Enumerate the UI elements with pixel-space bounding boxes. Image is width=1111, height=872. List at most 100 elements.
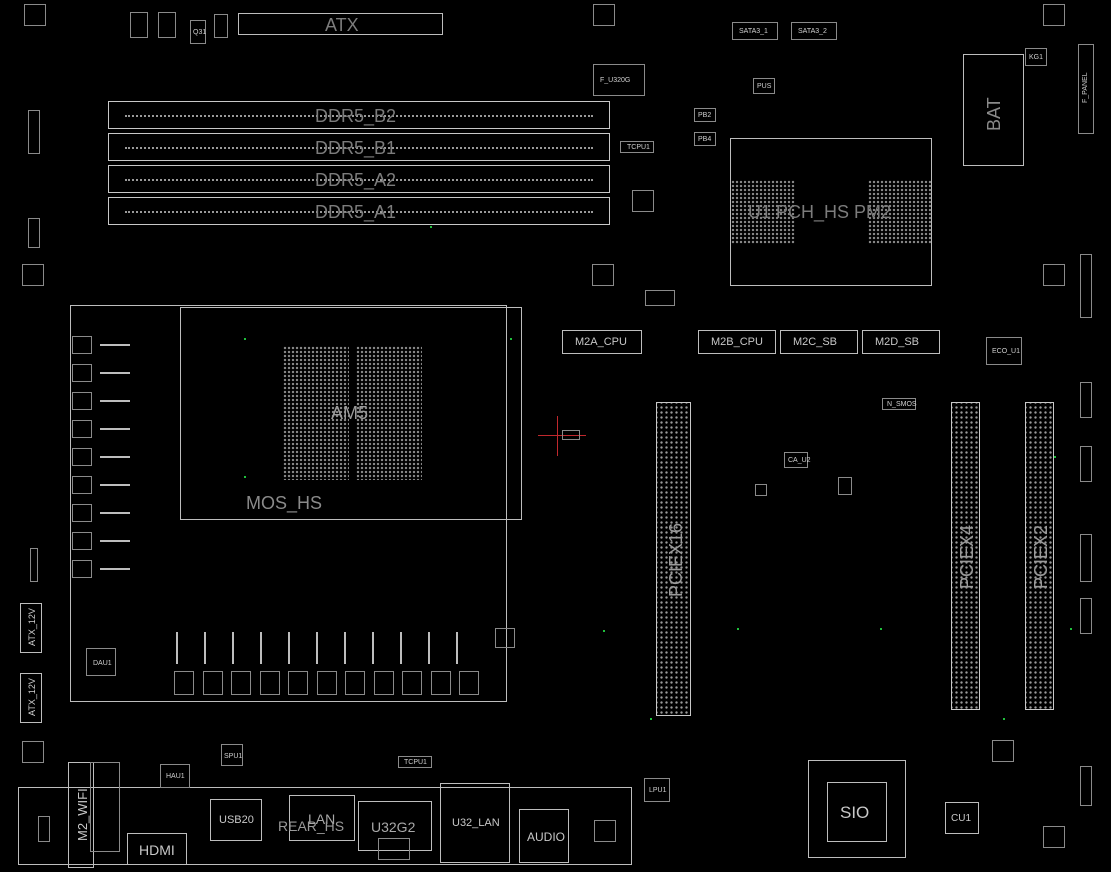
vrm-l1 (72, 336, 92, 354)
cu1-label: CU1 (951, 813, 972, 824)
am5-pins-right (356, 346, 422, 480)
right-header-5 (1080, 598, 1092, 634)
tcpu1-chip: TCPU1 (620, 141, 654, 153)
usb20-port: USB20 (210, 799, 262, 841)
atx-connector: ATX (238, 13, 443, 35)
audio-label: AUDIO (527, 830, 566, 844)
battery: BAT (963, 54, 1024, 166)
lpu1-chip: LPU1 (644, 778, 670, 802)
ddr5-a1-label: DDR5_A1 (315, 202, 397, 222)
cap-2 (158, 12, 176, 38)
pciex2-slot: PCIEX2 (1025, 402, 1054, 710)
mh-bottom-2 (594, 820, 616, 842)
pciex16-label: PCIEX16 (666, 522, 686, 597)
m2b-cpu-label: M2B_CPU (711, 336, 763, 348)
hdmi-port: HDMI (127, 833, 187, 865)
pus-label: PUS (757, 83, 772, 90)
mh-bottom-4 (992, 740, 1014, 762)
cap-1 (130, 12, 148, 38)
f-panel-header: F_PANEL (1078, 44, 1094, 134)
vrm-b9 (402, 671, 422, 695)
hau1-label: HAU1 (166, 773, 185, 780)
pch-bga-right (868, 180, 932, 244)
atx-label: ATX (325, 15, 359, 35)
tcpu1-label: TCPU1 (627, 144, 650, 151)
mos-hs-label: MOS_HS (246, 493, 323, 513)
ddr5-b1-label: DDR5_B1 (315, 138, 397, 158)
kg1-label: KG1 (1029, 54, 1044, 61)
vrm-l3 (72, 392, 92, 410)
vrm-bottom-bars (176, 632, 476, 664)
vrm-l2 (72, 364, 92, 382)
lan-label: LAN (308, 811, 336, 827)
pciex4-label: PCIEX4 (957, 524, 977, 589)
u32g2-port: U32G2 (358, 801, 432, 851)
vrm-b2 (203, 671, 223, 695)
crosshair-v (557, 416, 558, 456)
lpu1-label: LPU1 (649, 787, 667, 794)
rear-io-outline (18, 787, 632, 865)
dau1-label: DAU1 (93, 660, 112, 667)
mh-bottom-3 (1043, 826, 1065, 848)
via-5 (1003, 718, 1005, 720)
left-header-1 (28, 110, 40, 154)
spu1-label: SPU1 (224, 753, 243, 760)
ca-u2-label: CA_U2 (788, 457, 811, 464)
left-header-2 (28, 218, 40, 248)
vrm-l4 (72, 420, 92, 438)
ddr5-a2-label: DDR5_A2 (315, 170, 397, 190)
pb4-label: PB4 (698, 136, 712, 143)
q31-label: Q31 (193, 29, 207, 36)
dau1-chip: DAU1 (86, 648, 116, 676)
dimm-slot-b1: DDR5_B1 (108, 133, 610, 161)
mh-top-left (24, 4, 46, 26)
mh-right-1 (1043, 264, 1065, 286)
m2-wifi-label: M2_WIFI (75, 788, 90, 841)
q31-chip: Q31 (190, 20, 206, 44)
eco-chip: ECO_U1 (986, 337, 1022, 365)
chip-u8 (592, 264, 614, 286)
chip-mid-2 (838, 477, 852, 495)
hau1-chip: HAU1 (160, 764, 190, 788)
via-2 (737, 628, 739, 630)
cu1-chip: CU1 (945, 802, 979, 834)
vrm-b5 (288, 671, 308, 695)
pciex4-slot: PCIEX4 (951, 402, 980, 710)
vrm-b4 (260, 671, 280, 695)
via-4 (1070, 628, 1072, 630)
spu1-chip: SPU1 (221, 744, 243, 766)
vrm-b3 (231, 671, 251, 695)
eco-label: ECO_U1 (992, 348, 1021, 355)
sio-label: SIO (840, 803, 870, 822)
vrm-l6 (72, 476, 92, 494)
pciex2-label: PCIEX2 (1031, 524, 1051, 589)
f-u320g-label: F_U320G (600, 77, 631, 84)
right-header-1 (1080, 254, 1092, 318)
vrm-b10 (431, 671, 451, 695)
m2d-sb-label: M2D_SB (875, 336, 920, 348)
vrm-b1 (174, 671, 194, 695)
sata3-2-connector: SATA3_2 (791, 22, 837, 40)
pciex16-slot: PCIEX16 (656, 402, 691, 716)
vrm-b8 (374, 671, 394, 695)
sio-chip: SIO (827, 782, 887, 842)
kg1-chip: KG1 (1025, 48, 1047, 66)
tcpu1-bottom-label: TCPU1 (404, 759, 427, 766)
mh-bottom-1 (22, 741, 44, 763)
m2b-cpu-socket: M2B_CPU (698, 330, 776, 354)
pch-label: U1 PCH_HS PM2 (748, 202, 892, 222)
vrm-l5 (72, 448, 92, 466)
pb4-chip: PB4 (694, 132, 716, 146)
via-7 (430, 226, 432, 228)
sata3-2-label: SATA3_2 (798, 28, 827, 35)
audio-jack: AUDIO (519, 809, 569, 863)
mh-top (593, 4, 615, 26)
u32-lan-port: U32_LAN (440, 783, 510, 863)
via-1 (603, 630, 605, 632)
left-header-4 (38, 816, 50, 842)
chip-u9 (645, 290, 675, 306)
ca-u2-chip: CA_U2 (784, 452, 811, 468)
hdmi-label: HDMI (139, 842, 175, 858)
usb20-label: USB20 (219, 814, 254, 826)
vrm-l8 (72, 532, 92, 550)
